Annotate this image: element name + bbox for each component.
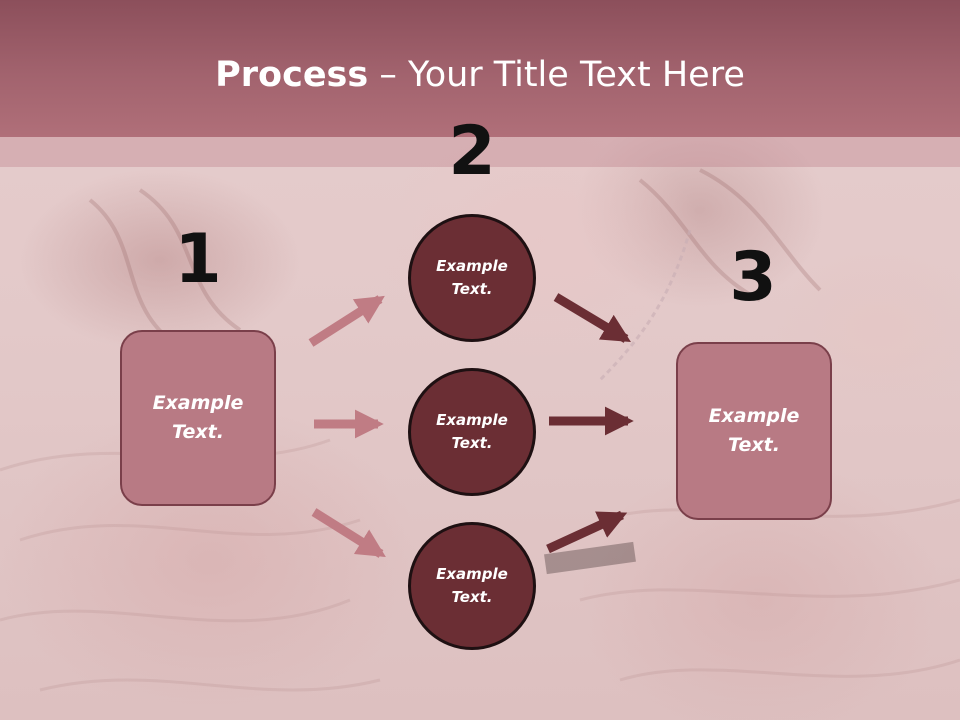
arrow-top-to-3 bbox=[553, 293, 631, 343]
step-2-circle-bottom[interactable]: Example Text. bbox=[408, 522, 536, 650]
slide-title[interactable]: Process – Your Title Text Here bbox=[0, 52, 960, 98]
arrow-bottom-to-3 bbox=[546, 510, 628, 554]
step-3-box[interactable]: Example Text. bbox=[676, 342, 832, 520]
step-number-3: 3 bbox=[729, 238, 777, 317]
step-number-2: 2 bbox=[448, 112, 496, 191]
circle-middle-text: Example Text. bbox=[436, 411, 508, 452]
step-1-box[interactable]: Example Text. bbox=[120, 330, 276, 506]
title-bold-part: Process bbox=[215, 55, 369, 95]
title-sub-band bbox=[0, 137, 960, 167]
step-3-text: Example Text. bbox=[708, 405, 800, 456]
step-2-circle-middle[interactable]: Example Text. bbox=[408, 368, 536, 496]
circle-top-text: Example Text. bbox=[436, 257, 508, 298]
step-number-1: 1 bbox=[174, 220, 222, 299]
arrow-1-to-bottom bbox=[311, 508, 386, 558]
step-1-text: Example Text. bbox=[152, 392, 244, 443]
step-2-circle-top[interactable]: Example Text. bbox=[408, 214, 536, 342]
title-rest-part: – Your Title Text Here bbox=[368, 55, 745, 95]
title-band bbox=[0, 0, 960, 137]
circle-bottom-text: Example Text. bbox=[436, 565, 508, 606]
arrow-1-to-top bbox=[308, 295, 385, 347]
